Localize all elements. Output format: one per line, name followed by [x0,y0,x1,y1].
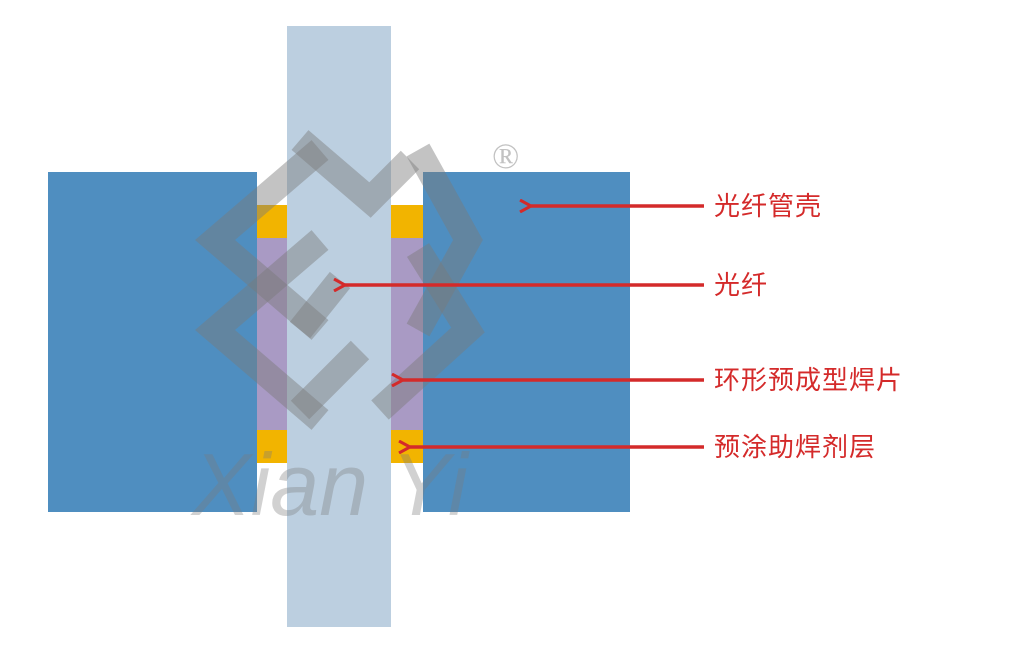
registered-mark: ® [492,136,519,176]
housing-right [423,172,630,512]
label-fiber: 光纤 [714,271,769,301]
label-preform: 环形预成型焊片 [714,366,904,396]
label-housing: 光纤管壳 [714,192,823,222]
label-flux: 预涂助焊剂层 [714,433,877,463]
housing-left [48,172,257,512]
watermark-logo [195,130,485,430]
flux-top-left [257,205,287,238]
flux-bottom-left [257,430,287,463]
flux-top-right [391,205,423,238]
preform-right [391,238,423,430]
watermark-text: Xian Yi [190,435,470,534]
fiber [287,26,391,627]
preform-left [257,238,287,430]
